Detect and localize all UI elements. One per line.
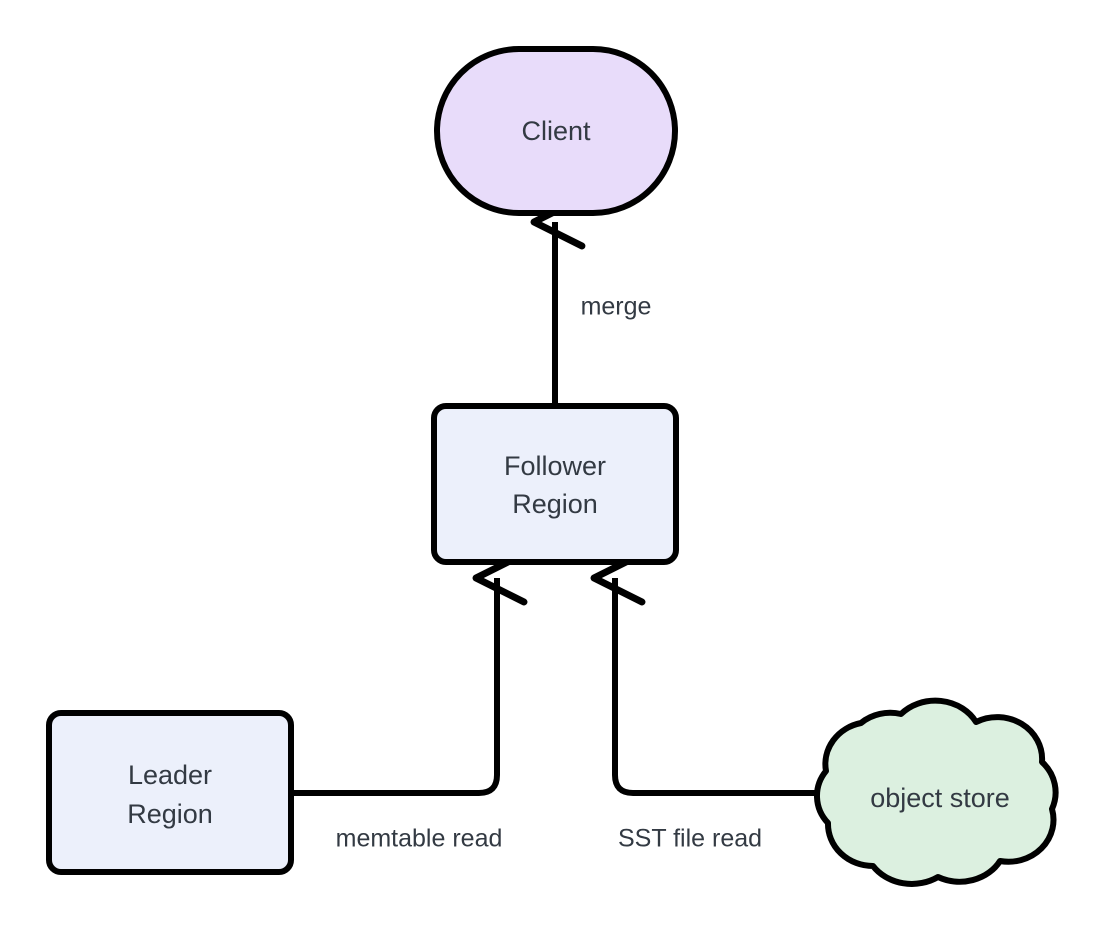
edge-label-memtable-read: memtable read [336, 825, 503, 853]
edge-objectstore-to-follower: SST file read [590, 550, 822, 853]
edge-follower-to-client: merge [530, 194, 652, 406]
edge-label-merge: merge [581, 293, 652, 321]
edge-label-sst-file-read: SST file read [618, 825, 762, 853]
client-label: Client [521, 116, 591, 146]
node-leader-region[interactable]: Leader Region [46, 710, 294, 875]
leader-region-shape[interactable] [46, 710, 294, 875]
edge-path-memtable-read [291, 550, 528, 796]
edge-path-sst-file-read [590, 550, 822, 796]
follower-region-label-line1: Follower [504, 451, 606, 481]
follower-region-shape[interactable] [431, 403, 679, 565]
edge-leader-to-follower: memtable read [291, 550, 528, 853]
node-client[interactable]: Client [434, 46, 678, 216]
follower-region-label-line2: Region [512, 489, 598, 519]
node-object-store[interactable]: object store [814, 697, 1059, 887]
leader-region-label-line1: Leader [128, 760, 212, 790]
node-follower-region[interactable]: Follower Region [431, 403, 679, 565]
object-store-label: object store [870, 783, 1010, 813]
object-store-shape[interactable] [814, 697, 1059, 887]
leader-region-label-line2: Region [127, 799, 213, 829]
client-shape[interactable] [434, 46, 678, 216]
